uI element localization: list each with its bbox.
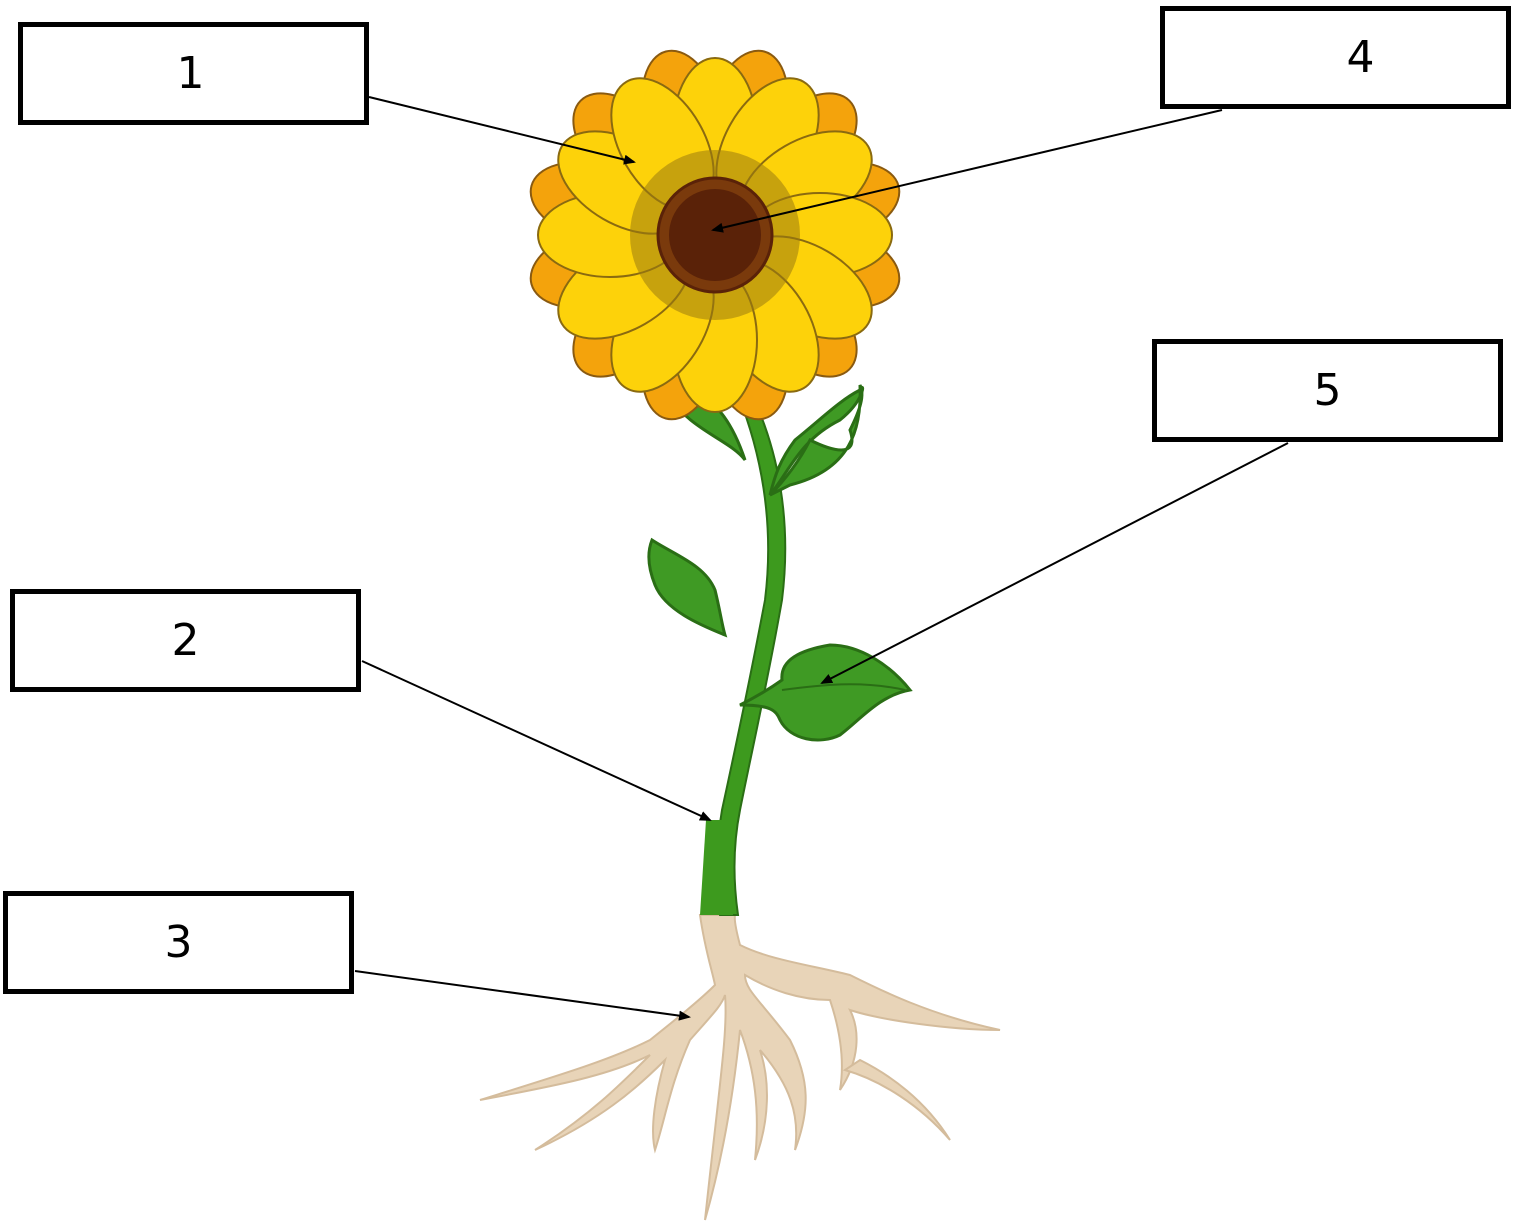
- label-text-1: 1: [176, 48, 205, 99]
- roots: [479, 914, 1001, 1221]
- label-text-2: 2: [171, 615, 200, 666]
- label-box-5[interactable]: 5: [1152, 339, 1503, 442]
- leader-line-4: [711, 109, 1223, 233]
- label-box-4[interactable]: 4: [1160, 6, 1511, 109]
- leader-line-5: [820, 442, 1289, 684]
- label-box-2[interactable]: 2: [10, 589, 361, 692]
- label-box-3[interactable]: 3: [3, 891, 354, 994]
- leader-line-2: [361, 660, 712, 821]
- label-text-5: 5: [1313, 365, 1342, 416]
- leader-lines: [354, 96, 1289, 1021]
- label-text-3: 3: [164, 917, 193, 968]
- label-text-4: 4: [1346, 32, 1375, 83]
- stem: [715, 394, 787, 916]
- label-box-1[interactable]: 1: [18, 22, 369, 125]
- flower-center-disk: [669, 189, 761, 281]
- leader-line-3: [354, 970, 691, 1021]
- leader-line-1: [368, 96, 636, 165]
- petals: [529, 49, 901, 421]
